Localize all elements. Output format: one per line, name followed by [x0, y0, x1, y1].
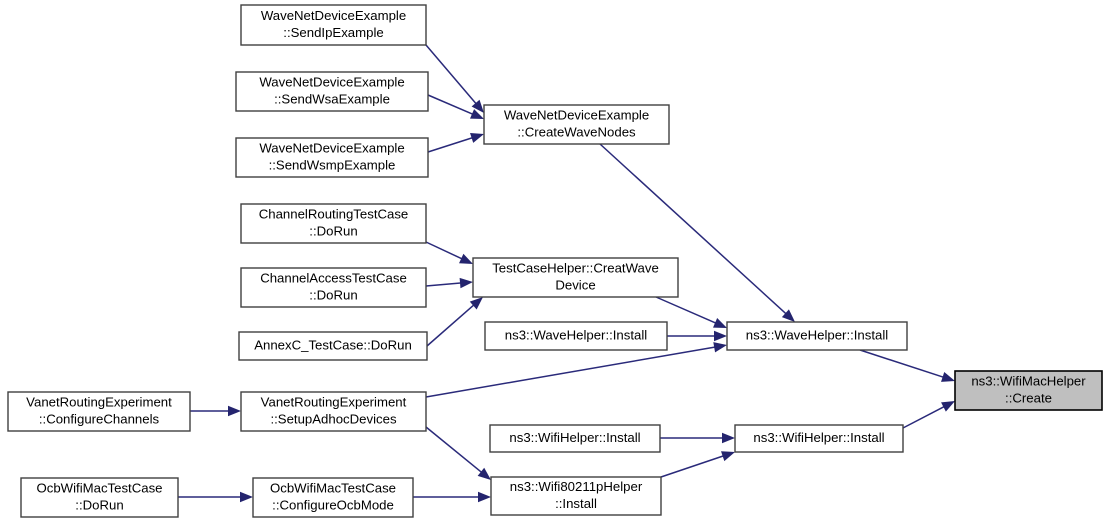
- edge-line: [655, 296, 718, 325]
- node-box-current[interactable]: [954, 370, 1103, 411]
- edge-arrowhead: [713, 318, 727, 328]
- edge-arrowhead: [471, 99, 484, 113]
- graph-node-chrouting[interactable]: ChannelRoutingTestCase::DoRun: [240, 203, 427, 244]
- call-edge: [667, 330, 727, 342]
- edge-line: [660, 454, 725, 478]
- edge-line: [859, 349, 945, 379]
- edge-line: [599, 143, 788, 316]
- call-edge: [425, 44, 484, 113]
- call-edge: [427, 133, 484, 153]
- node-box[interactable]: [240, 203, 427, 244]
- edge-line: [426, 303, 476, 347]
- edge-arrowhead: [459, 277, 473, 289]
- edge-arrowhead: [240, 491, 253, 503]
- edge-layer: [178, 44, 955, 503]
- call-edge: [178, 491, 253, 503]
- call-edge: [599, 143, 795, 322]
- edge-line: [902, 405, 946, 429]
- node-box[interactable]: [483, 104, 670, 145]
- edge-arrowhead: [722, 432, 735, 444]
- call-edge: [425, 342, 727, 398]
- call-edge: [425, 277, 473, 289]
- edge-line: [425, 282, 463, 287]
- graph-node-wavehelper_r[interactable]: ns3::WaveHelper::Install: [726, 321, 908, 351]
- call-edge: [902, 401, 955, 429]
- node-box[interactable]: [489, 424, 661, 453]
- node-box[interactable]: [734, 424, 904, 453]
- graph-node-vanetconf[interactable]: VanetRoutingExperiment::ConfigureChannel…: [7, 391, 191, 432]
- call-edge: [425, 241, 473, 264]
- edge-arrowhead: [781, 309, 795, 322]
- graph-node-wavehelper_l[interactable]: ns3::WaveHelper::Install: [484, 321, 668, 351]
- edge-arrowhead: [228, 405, 241, 417]
- call-edge: [859, 349, 955, 382]
- edge-line: [425, 44, 478, 106]
- node-box[interactable]: [235, 137, 429, 178]
- node-box[interactable]: [472, 257, 679, 298]
- graph-node-annexc[interactable]: AnnexC_TestCase::DoRun: [238, 331, 428, 361]
- graph-node-sendwsmp[interactable]: WaveNetDeviceExample::SendWsmpExample: [235, 137, 429, 178]
- edge-arrowhead: [478, 491, 491, 503]
- edge-arrowhead: [721, 451, 735, 462]
- edge-arrowhead: [459, 253, 473, 264]
- graph-node-wifihelper_l[interactable]: ns3::WifiHelper::Install: [489, 424, 661, 453]
- graph-node-vanetsetup[interactable]: VanetRoutingExperiment::SetupAdhocDevice…: [240, 391, 427, 432]
- node-box[interactable]: [238, 331, 428, 361]
- graph-node-wifi80211p[interactable]: ns3::Wifi80211pHelper::Install: [490, 476, 662, 516]
- graph-node-createwave[interactable]: WaveNetDeviceExample::CreateWaveNodes: [483, 104, 670, 145]
- graph-node-wifimac[interactable]: ns3::WifiMacHelper::Create: [954, 370, 1103, 411]
- edge-arrowhead: [469, 297, 483, 310]
- edge-line: [427, 94, 475, 116]
- edge-arrowhead: [941, 401, 955, 412]
- node-box[interactable]: [484, 321, 668, 351]
- node-layer: WaveNetDeviceExample::SendIpExampleWaveN…: [7, 4, 1103, 518]
- call-edge: [660, 451, 735, 478]
- node-box[interactable]: [252, 477, 414, 518]
- node-box[interactable]: [7, 391, 191, 432]
- call-edge: [660, 432, 735, 444]
- call-edge: [425, 426, 491, 480]
- graph-node-ocbdorun[interactable]: OcbWifiMacTestCase::DoRun: [20, 477, 179, 518]
- edge-arrowhead: [713, 342, 727, 353]
- node-box[interactable]: [490, 476, 662, 516]
- edge-arrowhead: [941, 372, 955, 382]
- graph-node-sendwsa[interactable]: WaveNetDeviceExample::SendWsaExample: [235, 71, 429, 112]
- node-box[interactable]: [20, 477, 179, 518]
- call-edge: [413, 491, 491, 503]
- call-edge: [655, 296, 727, 328]
- edge-arrowhead: [470, 133, 484, 143]
- edge-line: [425, 426, 483, 474]
- edge-arrowhead: [714, 330, 727, 342]
- call-edge: [426, 297, 483, 347]
- node-box[interactable]: [240, 4, 427, 46]
- edge-line: [425, 241, 464, 261]
- node-box[interactable]: [235, 71, 429, 112]
- graph-node-ocbconfig[interactable]: OcbWifiMacTestCase::ConfigureOcbMode: [252, 477, 414, 518]
- edge-arrowhead: [470, 109, 484, 119]
- node-box[interactable]: [726, 321, 908, 351]
- edge-line: [425, 346, 717, 398]
- node-box[interactable]: [240, 267, 427, 308]
- call-edge: [427, 94, 484, 119]
- graph-node-chaccess[interactable]: ChannelAccessTestCase::DoRun: [240, 267, 427, 308]
- graph-node-sendip[interactable]: WaveNetDeviceExample::SendIpExample: [240, 4, 427, 46]
- edge-line: [427, 136, 474, 153]
- call-edge: [190, 405, 241, 417]
- graph-node-wifihelper_r[interactable]: ns3::WifiHelper::Install: [734, 424, 904, 453]
- edge-arrowhead: [477, 467, 491, 480]
- node-box[interactable]: [240, 391, 427, 432]
